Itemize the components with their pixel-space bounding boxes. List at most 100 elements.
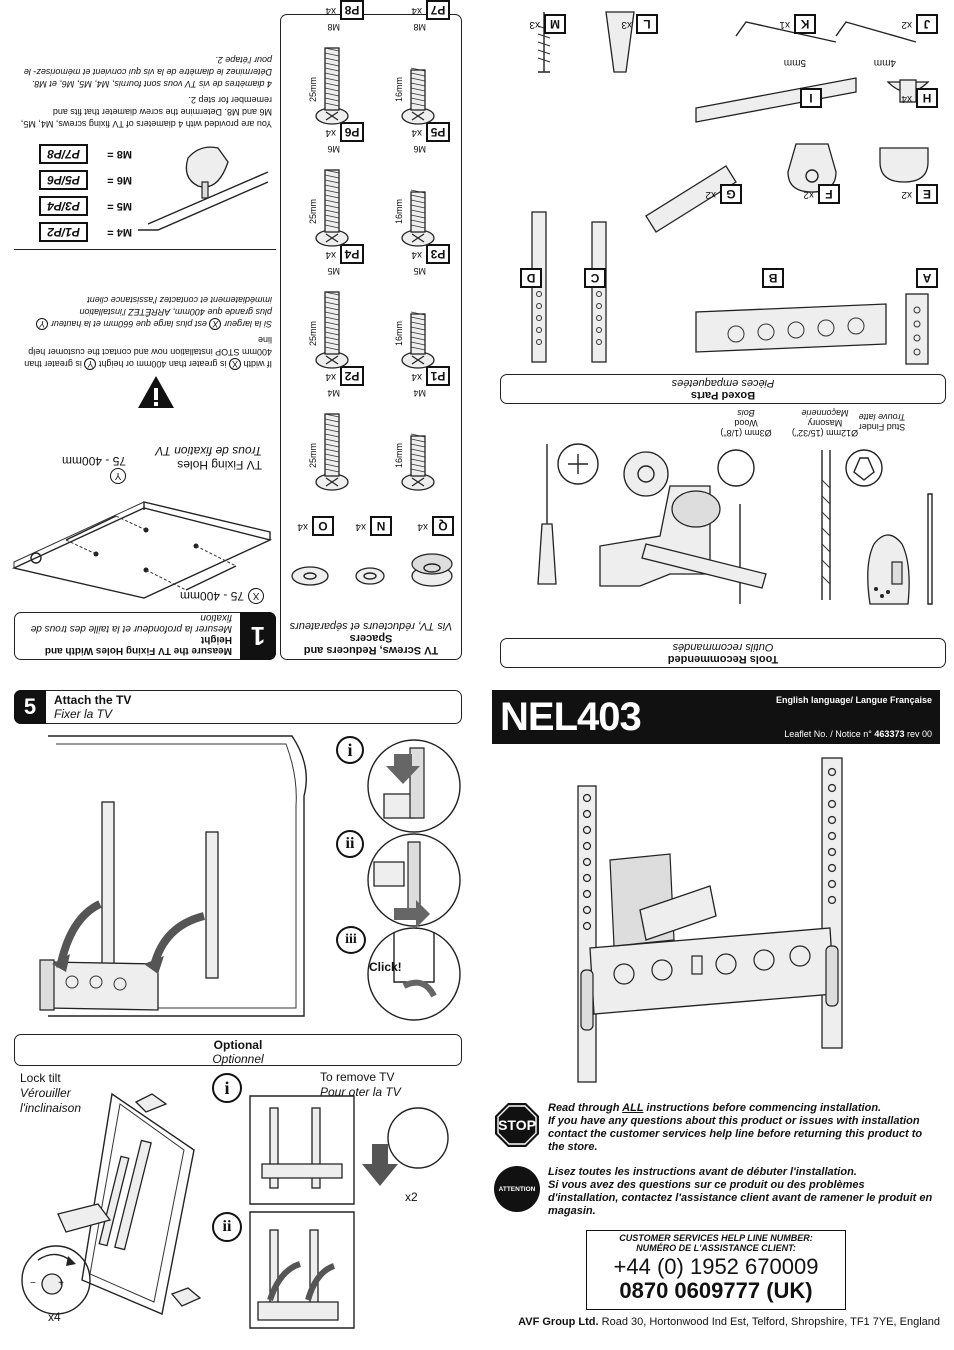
lock-minus-plus: − +	[30, 1278, 64, 1289]
screw-p3-length: 16mm	[394, 320, 404, 346]
tools-header: Tools Recommended Outils recommandés	[500, 638, 946, 668]
step5-number-block: 5	[14, 690, 46, 724]
part-qty-k: x1	[779, 19, 790, 30]
leaflet-number: Leaflet No. / Notice n° 463373 rev 00	[784, 729, 932, 739]
click-label: Click!	[369, 960, 402, 974]
screw-map-codes: P1/P2	[39, 222, 88, 242]
spacer-qty-q: x4	[417, 521, 428, 532]
x-symbol: X	[248, 588, 264, 604]
helpline-title-fr: NUMÉRO DE L'ASSISTANCE CLIENT:	[636, 1243, 796, 1253]
part-label-c: C	[584, 268, 606, 288]
warning-fr: Si la largeur X est plus large que 660mm…	[18, 294, 272, 330]
remove-sub-i-badge: i	[212, 1073, 242, 1103]
parts-illustration	[531, 11, 930, 365]
helpline-phone-1: +44 (0) 1952 670009	[613, 1254, 819, 1279]
spacers-illustration	[291, 553, 453, 587]
part-qty-j: x2	[901, 19, 912, 30]
lock-tilt-qty: x4	[48, 1310, 61, 1324]
screw-map-row: M4 = P1/P2	[18, 222, 132, 242]
remove-tv-qty: x2	[405, 1190, 418, 1204]
helpline-phone-2: 0870 0609777 (UK)	[619, 1278, 813, 1303]
boxed-parts-header: Boxed Parts Pièces empaquetées	[500, 374, 946, 404]
screw-map-row: M6 =P5/P6	[18, 170, 132, 190]
screw-p8-length: 25mm	[308, 76, 318, 102]
tv-holes-diagram	[11, 501, 273, 599]
warning-icon	[138, 376, 174, 408]
screw-map-size: M8 =	[107, 148, 132, 160]
screw-map-size: M4 =	[107, 226, 132, 238]
stop-notice-text: Read through ALL instructions before com…	[548, 1102, 938, 1154]
screw-p2-icon	[315, 413, 349, 491]
screw-p7-icon	[401, 67, 435, 125]
part-label-e: E	[916, 184, 938, 204]
part-qty-h: x4	[901, 93, 912, 104]
screw-p3-icon	[401, 311, 435, 369]
attention-notice-text: Lisez toutes les instructions avant de d…	[548, 1166, 938, 1218]
height-dimension: Y 75 - 400mm	[56, 454, 126, 484]
hex-key-j-size: 4mm	[873, 57, 896, 68]
screw-p2-length: 25mm	[308, 442, 318, 468]
screw-p7-length: 16mm	[394, 76, 404, 102]
screw-p2-size: M4	[327, 388, 340, 398]
footer-address: AVF Group Ltd. Road 30, Hortonwood Ind E…	[492, 1316, 940, 1328]
lock-tilt-illustration	[21, 1092, 202, 1315]
part-qty-g: x2	[705, 189, 716, 200]
screw-p7-size: M8	[413, 22, 426, 32]
stop-line-2: If you have any questions about this pro…	[548, 1115, 923, 1153]
step1-subtitle: Mesurer la profondeur et la taille des t…	[30, 612, 232, 634]
tools-title: Tools Recommended	[667, 653, 779, 665]
screws-subtitle: Vis TV, réducteurs et séparateurs	[289, 620, 453, 632]
attention-sign-text: ATTENTION	[498, 1185, 536, 1193]
tv-holes-caption: TV Fixing Holes Trous de fixation TV	[155, 444, 263, 472]
screw-p6-size: M6	[327, 144, 340, 154]
step5-header	[14, 690, 462, 724]
spacer-label-o: O	[312, 516, 334, 536]
part-label-b: B	[762, 268, 784, 288]
parts-panel: Tools Recommended Outils recommandés	[486, 8, 946, 668]
helpline-box: CUSTOMER SERVICES HELP LINE NUMBER: NUMÉ…	[586, 1230, 846, 1310]
step5-sub-iii-badge: iii	[336, 926, 366, 954]
screw-p8-icon	[315, 47, 349, 125]
part-qty-f: x2	[803, 189, 814, 200]
step5-detail-ii	[367, 833, 461, 928]
screw-map-codes: P5/P6	[39, 170, 88, 190]
screw-p8-size: M8	[327, 22, 340, 32]
height-range: 75 - 400mm	[61, 454, 126, 468]
stud-finder-label: Stud Finder Trouve latte	[858, 412, 906, 432]
part-label-l: L	[636, 14, 658, 34]
footer-address-text: Road 30, Hortonwood Ind Est, Telford, Sh…	[601, 1316, 940, 1328]
screw-map-codes: P3/P4	[39, 196, 88, 216]
step5-sub-ii-badge: ii	[336, 830, 364, 858]
width-range: 75 - 400mm	[179, 589, 244, 603]
screw-p5-length: 16mm	[394, 198, 404, 224]
y-symbol: Y	[110, 468, 126, 484]
step5-title: Attach the TV	[54, 693, 132, 707]
screw-p5-size: M6	[413, 144, 426, 154]
remove-tv-label: To remove TV	[320, 1070, 395, 1084]
part-label-k: K	[794, 14, 816, 34]
language-label: English language/ Langue Française	[775, 695, 932, 705]
stop-line-1: Read through ALL instructions before com…	[548, 1102, 882, 1114]
screws-header: TV Screws, Reducers and Spacers Vis TV, …	[288, 620, 454, 656]
hand-screw-illustration	[138, 146, 269, 231]
remove-tv-illustration-ii	[249, 1211, 355, 1329]
footer-company: AVF Group Ltd.	[518, 1316, 599, 1328]
warning-text: If width X is greater than 400mm or heig…	[18, 294, 272, 370]
part-label-g: G	[720, 184, 742, 204]
warning-en: If width X is greater than 400mm or heig…	[24, 335, 272, 370]
helpline-title: CUSTOMER SERVICES HELP LINE NUMBER:	[619, 1233, 813, 1243]
part-label-a: A	[916, 268, 938, 288]
lock-tilt-label: Lock tilt	[20, 1071, 61, 1085]
screws-panel: TV Screws, Reducers and Spacers Vis TV, …	[280, 0, 462, 660]
model-number: NEL403	[500, 695, 642, 739]
step5-title-block: Attach the TV Fixer la TV	[54, 693, 131, 721]
hex-key-k-size: 5mm	[783, 57, 806, 68]
width-dimension: X 75 - 400mm	[180, 588, 264, 604]
screw-p8-code: P8	[340, 0, 364, 20]
fr-line-1: Lisez toutes les instructions avant de d…	[548, 1166, 857, 1178]
spacer-qty-n: x4	[355, 521, 366, 532]
step5-sub-i-badge: i	[336, 736, 364, 764]
spacer-label-q: Q	[432, 516, 454, 536]
masonry-drill-label: Ø12mm (15/32") Masonry Maçonnerie	[791, 408, 859, 438]
stop-sign-text: STOP	[498, 1117, 536, 1133]
